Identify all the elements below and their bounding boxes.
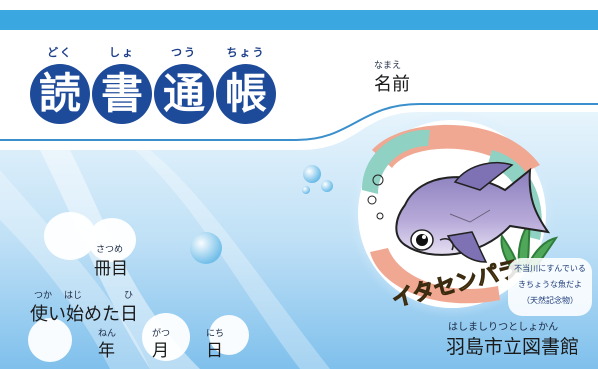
library-reading: はしましりつとしょかん [448,322,559,333]
name-label: 名前 [374,74,410,95]
bubble [367,195,377,205]
writing-area [142,313,190,361]
bubble [376,212,384,220]
badge-line: 不当川にすんでいる [514,264,586,273]
salmon-band [370,248,500,304]
light-streak [0,170,150,369]
bubble [321,180,333,192]
teal-band [362,129,430,194]
mascot-badge: 不当川にすんでいる きちょうな魚だよ （天然記念物） [508,258,592,316]
year-label: 年 [98,341,115,361]
start-date-reading: ひ [124,291,134,301]
start-date-label: 使い始めた日 [30,304,138,325]
light-streak [135,150,330,369]
bubble [303,165,321,183]
day-reading: にち [206,329,225,339]
library-name: 羽島市立図書館 [446,336,580,358]
top-band [0,10,598,30]
title-char: 通 [154,64,214,124]
title-char: 読 [30,64,90,124]
year-reading: ねん [98,329,117,339]
title-reading: ちょう [226,46,266,59]
title-char: 書 [92,64,152,124]
title-reading: どく [47,46,73,59]
volumes-label: 冊目 [94,259,128,279]
writing-area [88,218,136,262]
writing-area [28,318,72,362]
start-date-reading: はじ [64,291,83,301]
day-label: 日 [206,341,223,361]
wave-line [0,103,598,141]
badge-line: （天然記念物） [522,296,578,305]
badge-line: きちょうな魚だよ [518,280,582,289]
name-reading: なまえ [374,61,402,71]
month-label: 月 [152,341,169,361]
writing-area [44,212,96,260]
volumes-reading: さつめ [96,245,124,255]
month-reading: がつ [152,329,171,339]
start-date-reading: つか [34,291,53,301]
writing-area [209,315,249,355]
bubble [302,186,310,194]
bitterling-fish [395,161,551,263]
title-char: 帳 [216,64,276,124]
bubble [372,174,384,186]
title-reading: しょ [109,46,135,59]
title-reading: つう [171,46,197,59]
bubble [190,232,222,264]
